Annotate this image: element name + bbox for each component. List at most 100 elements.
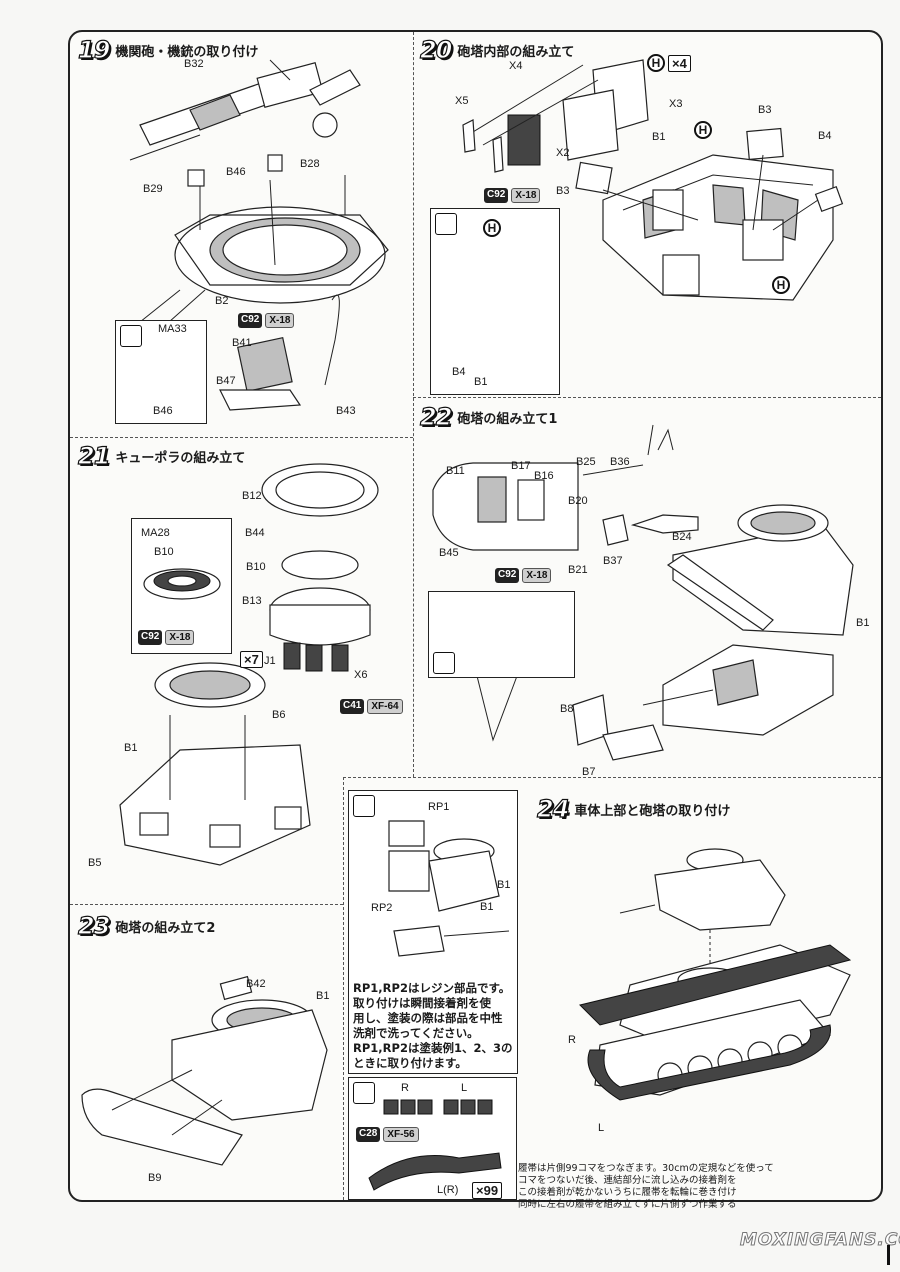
divider-h-20-22 <box>413 397 881 398</box>
part-label: X5 <box>455 95 469 107</box>
part-label: B36 <box>610 456 630 468</box>
part-label: B32 <box>184 58 204 70</box>
part-label: L <box>461 1082 468 1094</box>
part-label: B46 <box>226 166 246 178</box>
step-20-illustration <box>462 59 844 301</box>
track-instruction-note: 履帯は片側99コマをつなぎます。30cmの定規などを使って コマをつないだ後、連… <box>518 1163 774 1210</box>
part-label: B20 <box>568 495 588 507</box>
part-label: L <box>598 1122 605 1134</box>
step-19-detail-inset <box>115 320 207 424</box>
part-label: B13 <box>242 595 262 607</box>
paint-callout: C28 XF-56 <box>356 1127 419 1142</box>
part-label: B37 <box>603 555 623 567</box>
part-label: R <box>401 1082 409 1094</box>
part-label: B29 <box>143 183 163 195</box>
resin-parts-illustration <box>388 820 510 957</box>
resin-note: RP1,RP2はレジン部品です。 取り付けは瞬間接着剤を使 用し、塗装の際は部品… <box>353 981 511 1040</box>
glue-icon <box>353 1082 375 1104</box>
part-h-icon: H <box>647 54 665 72</box>
part-label: X4 <box>509 60 523 72</box>
part-label: B1 <box>480 901 494 913</box>
divider-h-22-24 <box>343 777 881 778</box>
part-label: B4 <box>818 130 832 142</box>
part-label: B3 <box>758 104 772 116</box>
cupola-ring-detail <box>143 568 221 600</box>
part-label: B1 <box>652 131 666 143</box>
part-label: B12 <box>242 490 262 502</box>
part-label: B41 <box>232 337 252 349</box>
paint-callout: C92 X-18 <box>495 568 552 583</box>
part-label: B17 <box>511 460 531 472</box>
part-label: B4 <box>452 366 466 378</box>
step-title: キューポラの組み立て <box>115 450 246 466</box>
step-19-header: 19 機関砲・機銃の取り付け <box>77 35 258 64</box>
paint-callout: C92 X-18 <box>138 630 195 645</box>
part-label: B28 <box>300 158 320 170</box>
part-label: B25 <box>576 456 596 468</box>
paint-callout: C92 X-18 <box>238 313 295 328</box>
step-24-track-inset <box>348 1077 517 1200</box>
step-21-header: 21 キューポラの組み立て <box>77 441 246 470</box>
part-label: B16 <box>534 470 554 482</box>
part-label: B7 <box>582 766 596 778</box>
glue-icon <box>433 652 455 674</box>
step-23-header: 23 砲塔の組み立て2 <box>77 911 216 940</box>
step-22-header: 22 砲塔の組み立て1 <box>419 402 558 431</box>
quantity-multiplier: ×4 <box>668 55 691 72</box>
part-label: J1 <box>264 655 276 667</box>
part-label: B43 <box>336 405 356 417</box>
part-h-icon: H <box>483 219 501 237</box>
part-label: B10 <box>246 561 266 573</box>
part-label: B24 <box>672 531 692 543</box>
part-label: B46 <box>153 405 173 417</box>
tank-assembly-illustration <box>579 848 852 1101</box>
divider-vertical-top <box>413 32 414 777</box>
step-22-illustration <box>432 424 854 761</box>
part-label: R <box>568 1034 576 1046</box>
part-label: B11 <box>446 465 465 477</box>
part-label: X3 <box>669 98 683 110</box>
part-label: RP2 <box>371 902 393 914</box>
step-title: 砲塔内部の組み立て <box>457 44 575 60</box>
margin-mark <box>887 1245 890 1265</box>
part-label: MA28 <box>141 527 170 539</box>
paint-callout: C41 XF-64 <box>340 699 403 714</box>
quantity-multiplier: ×99 <box>472 1182 503 1199</box>
step-19-illustration <box>129 59 389 411</box>
part-label: X6 <box>354 669 368 681</box>
part-label: B1 <box>856 617 870 629</box>
track-links-illustration <box>368 1099 502 1191</box>
part-label: B3 <box>556 185 570 197</box>
part-label: B1 <box>316 990 330 1002</box>
part-label: B21 <box>568 564 588 576</box>
part-label: B47 <box>216 375 236 387</box>
divider-h-21-23 <box>70 904 343 905</box>
glue-icon <box>435 213 457 235</box>
step-number: 22 <box>419 402 453 431</box>
part-label: RP1 <box>428 801 450 813</box>
part-label: B10 <box>154 546 174 558</box>
step-title: 砲塔の組み立て1 <box>457 411 558 427</box>
step-24-resin-inset: RP1,RP2はレジン部品です。 取り付けは瞬間接着剤を使 用し、塗装の際は部品… <box>348 790 518 1074</box>
divider-v-23-24 <box>343 777 344 1200</box>
step-20-detail-inset <box>430 208 560 395</box>
part-h-icon: H <box>694 121 712 139</box>
part-label: B6 <box>272 709 286 721</box>
step-title: 砲塔の組み立て2 <box>115 920 216 936</box>
step-20-header: 20 砲塔内部の組み立て <box>419 35 575 64</box>
step-number: 21 <box>77 441 111 470</box>
part-label: B5 <box>88 857 102 869</box>
step-title: 車体上部と砲塔の取り付け <box>574 803 731 819</box>
part-label: B42 <box>246 978 266 990</box>
part-label: B44 <box>245 527 265 539</box>
step-22-detail-inset <box>428 591 575 678</box>
part-h-icon: H <box>772 276 790 294</box>
step-21-illustration <box>119 463 379 866</box>
step-number: 19 <box>77 35 111 64</box>
paint-callout: C92 X-18 <box>484 188 541 203</box>
step-number: 23 <box>77 911 111 940</box>
step-24-header: 24 車体上部と砲塔の取り付け <box>536 794 731 823</box>
step-23-illustration <box>81 975 328 1166</box>
part-label: B1 <box>497 879 511 891</box>
